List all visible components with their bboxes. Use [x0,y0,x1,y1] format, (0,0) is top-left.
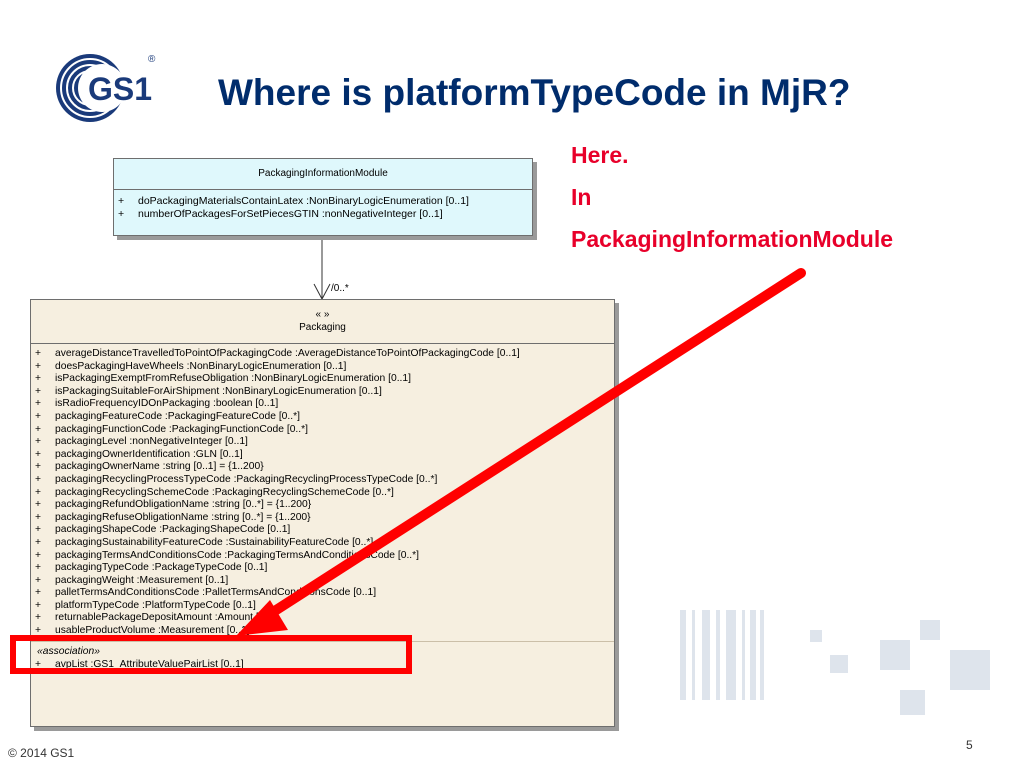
packaging-attribute-row: +packagingTermsAndConditionsCode :Packag… [35,549,420,561]
logo-text: GS1 [88,71,152,107]
packaging-stereotype: « » [315,309,330,320]
packaging-attribute-row: +isPackagingExemptFromRefuseObligation :… [35,373,411,385]
packaging-class-header: « » Packaging [31,300,614,344]
pim-class-name: PackagingInformationModule [114,159,532,190]
packaging-attribute-row: +usableProductVolume :Measurement [0..1] [35,625,250,637]
association-stereotype-label: «association» [37,645,100,657]
pim-attribute-row: +doPackagingMaterialsContainLatex :NonBi… [118,195,469,207]
packaging-attribute-row: +packagingSustainabilityFeatureCode :Sus… [35,536,374,548]
attribute-separator [31,640,614,642]
packaging-attribute-row: +packagingOwnerIdentification :GLN [0..1… [35,448,243,460]
copyright-footer: © 2014 GS1 [8,746,75,760]
page-number: 5 [966,738,973,752]
packaging-attribute-row: +packagingRefundObligationName :string [… [35,499,312,511]
packaging-attribute-row: +packagingLevel :nonNegativeInteger [0..… [35,436,248,448]
pim-attribute-row: +numberOfPackagesForSetPiecesGTIN :nonNe… [118,207,443,220]
packaging-information-module-class[interactable]: PackagingInformationModule +doPackagingM… [113,158,537,240]
packaging-attribute-row: +packagingRecyclingProcessTypeCode :Pack… [35,473,438,485]
callout-line-2: In [571,184,592,210]
platform-type-code-attribute: +platformTypeCode :PlatformTypeCode [0..… [35,599,256,611]
association-multiplicity: /0..* [331,283,349,294]
callout-line-1: Here. [571,142,629,168]
callout-line-3: PackagingInformationModule [571,226,894,252]
packaging-attribute-row: +isPackagingSuitableForAirShipment :NonB… [35,385,382,397]
packaging-attribute-row: +packagingFunctionCode :PackagingFunctio… [35,423,309,435]
packaging-attribute-row: +packagingTypeCode :PackageTypeCode [0..… [35,562,268,574]
packaging-attribute-row: +packagingRefuseObligationName :string [… [35,511,311,523]
packaging-class[interactable]: « » Packaging +averageDistanceTravelledT… [30,299,619,731]
packaging-attribute-row: +doesPackagingHaveWheels :NonBinaryLogic… [35,360,347,372]
logo-registered-mark: ® [148,54,156,65]
callout-text: Here. In PackagingInformationModule [571,134,893,260]
packaging-attribute-row: +packagingRecyclingSchemeCode :Packaging… [35,486,394,498]
packaging-attribute-row: +palletTermsAndConditionsCode :PalletTer… [35,587,377,599]
packaging-attribute-row: +packagingOwnerName :string [0..1] = {1.… [35,461,264,473]
packaging-attribute-list: +averageDistanceTravelledToPointOfPackag… [31,344,614,671]
packaging-attribute-row: +packagingFeatureCode :PackagingFeatureC… [35,410,300,422]
packaging-attribute-row: +averageDistanceTravelledToPointOfPackag… [35,348,520,359]
packaging-association-row: +avpList :GS1_AttributeValuePairList [0.… [35,658,244,670]
packaging-attribute-row: +packagingShapeCode :PackagingShapeCode … [35,524,291,536]
background-barcode-pattern [680,610,990,715]
packaging-attribute-row: +isRadioFrequencyIDOnPackaging :boolean … [35,398,279,410]
packaging-attribute-row: +packagingWeight :Measurement [0..1] [35,574,229,586]
slide-title: Where is platformTypeCode in MjR? [218,72,851,113]
pim-attribute-list: +doPackagingMaterialsContainLatex :NonBi… [114,190,532,220]
packaging-attribute-row: +returnablePackageDepositAmount :Amount … [35,612,278,624]
gs1-logo: GS1 ® [56,54,156,122]
packaging-class-name: Packaging [299,322,346,333]
